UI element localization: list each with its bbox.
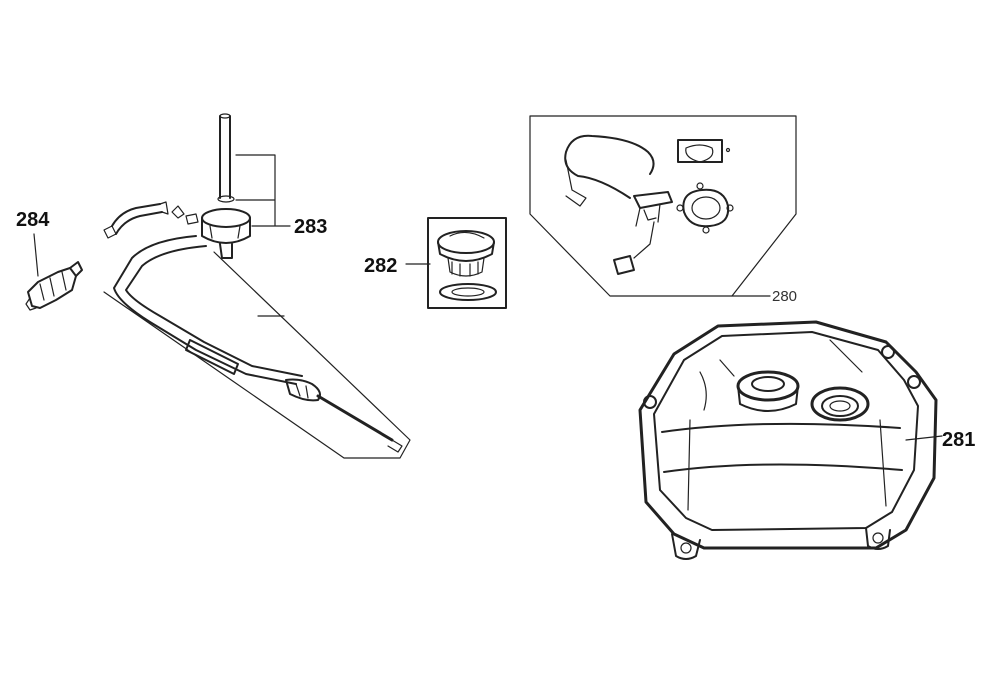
callout-283: 283 xyxy=(294,216,327,238)
callout-282: 282 xyxy=(364,255,397,277)
part-283-fuel-cock-assembly: 283 xyxy=(103,113,411,459)
part-284-sensor: 284 xyxy=(16,209,83,311)
callout-280: 280 xyxy=(772,288,797,305)
part-280-fuel-gauge-unit: 280 xyxy=(529,115,797,305)
callout-281: 281 xyxy=(942,429,975,451)
callout-284: 284 xyxy=(16,209,50,231)
part-282-frame xyxy=(427,217,507,309)
part-282-fuel-cap: 282 xyxy=(364,217,507,309)
part-281-fuel-tank: 281 xyxy=(638,320,975,560)
